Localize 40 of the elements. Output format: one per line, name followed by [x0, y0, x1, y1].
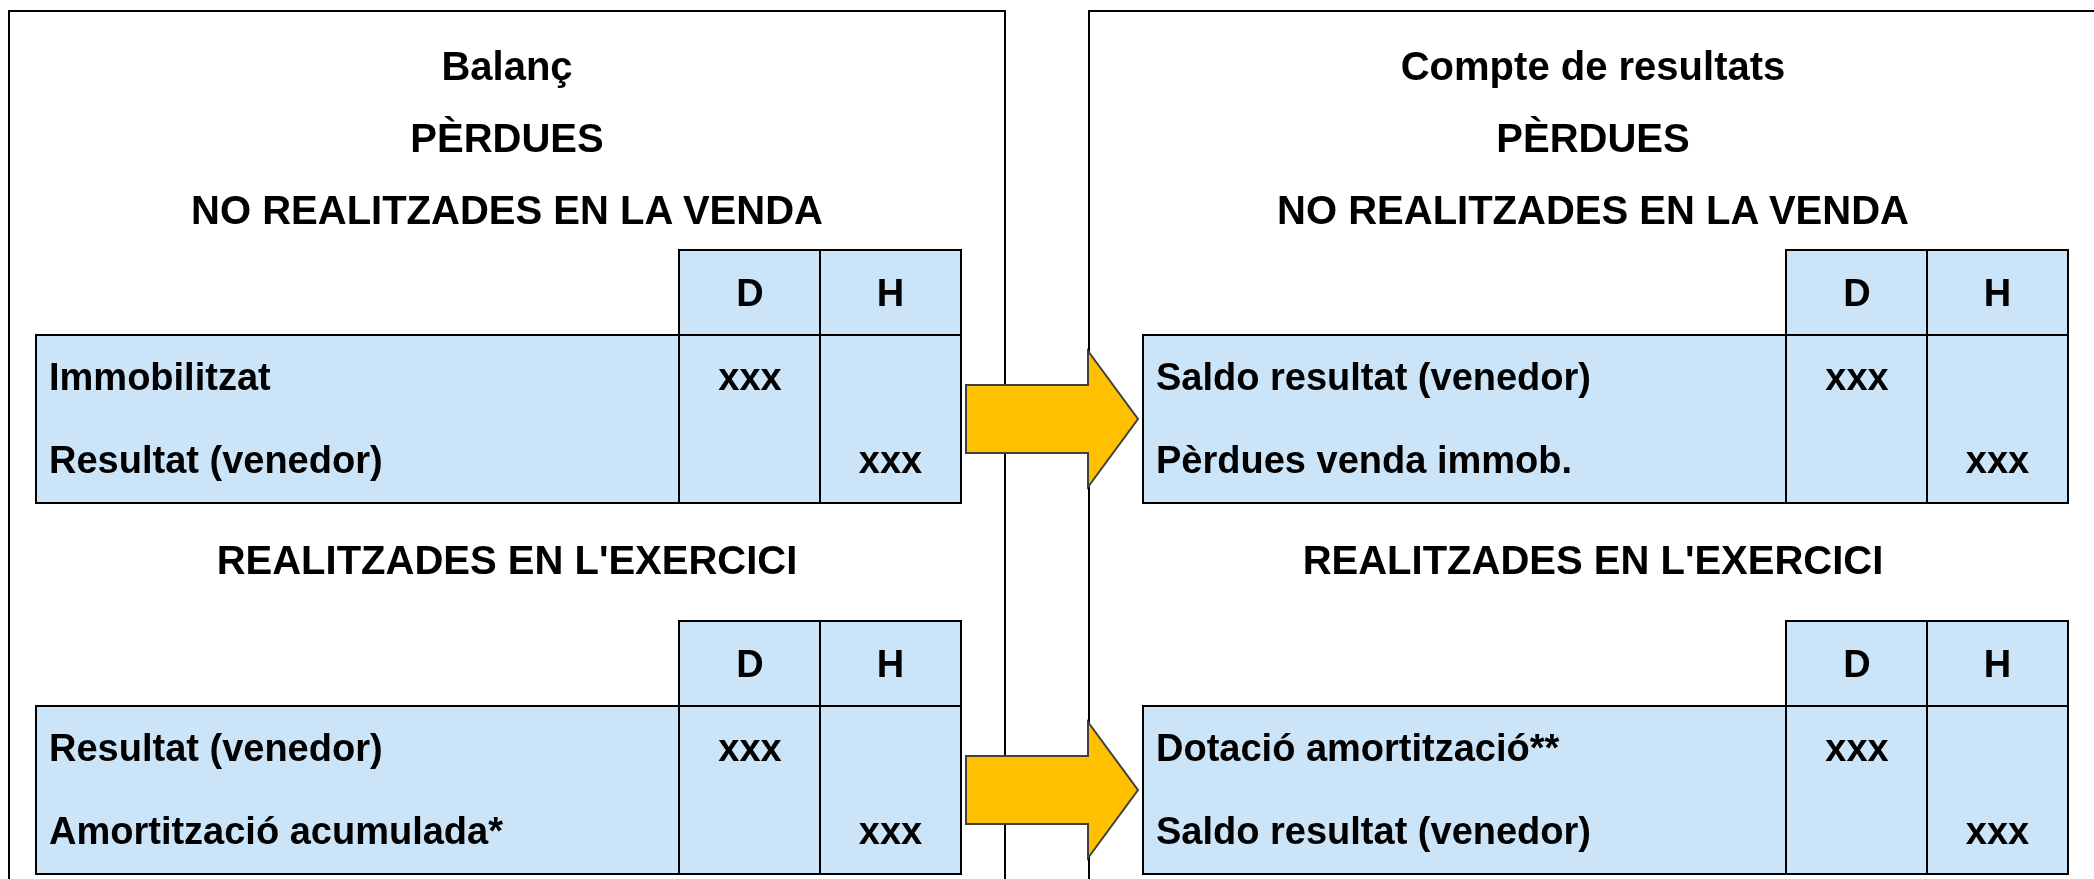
t-account-table [1142, 249, 2069, 504]
table-cell: Immobilitzat [35, 334, 679, 419]
header-cell: D [1785, 249, 1927, 336]
block-arrow [965, 347, 1140, 491]
table-cell: xxx [1785, 705, 1927, 790]
panel-title: Balanç [441, 43, 573, 90]
block-arrow [965, 718, 1140, 862]
section-heading: PÈRDUES [410, 115, 604, 162]
panel [8, 10, 1006, 879]
t-account-table [35, 620, 962, 875]
t-account-table [35, 249, 962, 504]
section-heading: NO REALITZADES EN LA VENDA [1277, 187, 1909, 234]
table-cell: Resultat (venedor) [35, 705, 679, 790]
table-cell: xxx [1785, 334, 1927, 419]
table-cell: xxx [1926, 419, 2069, 504]
header-cell: D [678, 249, 820, 336]
table-cell: xxx [1926, 790, 2069, 875]
header-cell: H [819, 249, 962, 336]
table-cell: Saldo resultat (venedor) [1142, 334, 1786, 419]
table-cell: xxx [678, 705, 820, 790]
table-cell: Pèrdues venda immob. [1142, 419, 1786, 504]
section-heading: REALITZADES EN L'EXERCICI [1302, 537, 1884, 584]
table-cell: Resultat (venedor) [35, 419, 679, 504]
header-cell: H [1926, 249, 2069, 336]
panel-title: Compte de resultats [1400, 43, 1786, 90]
header-cell: D [678, 620, 820, 707]
header-cell: D [1785, 620, 1927, 707]
header-cell: H [819, 620, 962, 707]
table-cell: xxx [819, 419, 962, 504]
panel [1088, 10, 2094, 879]
table-cell: Dotació amortització** [1142, 705, 1786, 790]
table-cell: Saldo resultat (venedor) [1142, 790, 1786, 875]
header-cell: H [1926, 620, 2069, 707]
section-heading: NO REALITZADES EN LA VENDA [191, 187, 823, 234]
table-cell: Amortització acumulada* [35, 790, 679, 875]
table-cell: xxx [678, 334, 820, 419]
section-heading: PÈRDUES [1496, 115, 1690, 162]
table-cell: xxx [819, 790, 962, 875]
section-heading: REALITZADES EN L'EXERCICI [216, 537, 798, 584]
t-account-table [1142, 620, 2069, 875]
